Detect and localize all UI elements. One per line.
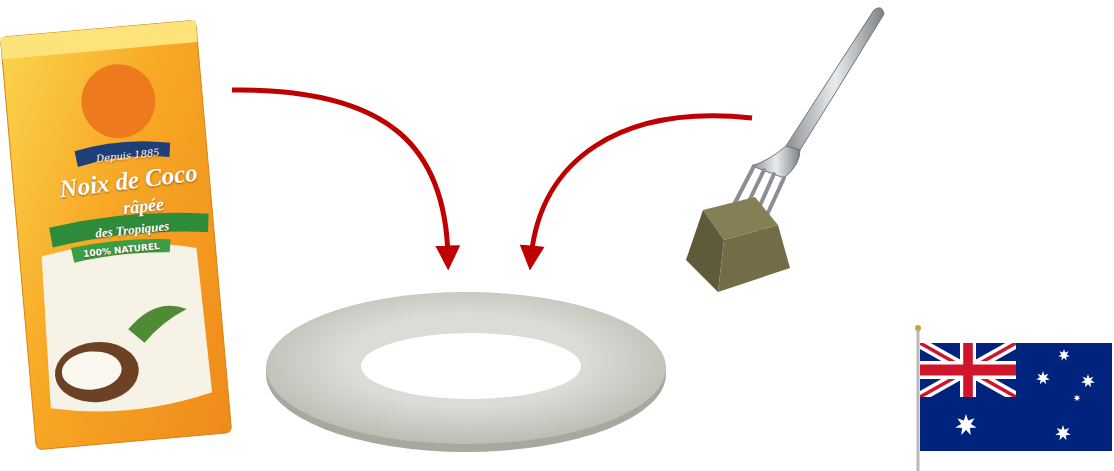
coconut-shell — [52, 339, 141, 406]
flag-star — [1036, 371, 1050, 384]
palm-leaf — [127, 304, 190, 344]
uj-field — [920, 343, 1016, 397]
flag-star — [1081, 374, 1095, 387]
green-band — [71, 236, 172, 263]
fork-neck — [752, 146, 800, 178]
orange-circle — [78, 61, 158, 141]
flag-field — [920, 343, 1112, 451]
australian-flag — [915, 325, 1112, 471]
olive-cube — [686, 197, 790, 292]
coconut-window — [37, 236, 213, 416]
uj-cross-red — [920, 343, 1016, 397]
uj-saltire — [920, 343, 1016, 397]
plate-center — [361, 333, 581, 399]
flag-star — [1055, 425, 1071, 440]
cube-front — [718, 225, 790, 292]
uj-saltire-red — [920, 343, 1016, 397]
union-jack — [920, 343, 1016, 397]
flag-star — [955, 414, 976, 435]
bag-body — [0, 20, 231, 450]
product-subname: râpée — [122, 195, 165, 217]
bag-seal — [0, 20, 197, 59]
flag-pole — [917, 330, 920, 471]
flag-star — [1058, 349, 1070, 360]
uj-cross — [920, 343, 1016, 397]
fork — [726, 8, 884, 230]
fork-handle — [786, 8, 884, 150]
cube-left — [686, 210, 724, 292]
plate-rim — [266, 292, 666, 444]
flag-star — [1074, 395, 1081, 402]
pole-tip — [915, 325, 921, 331]
coconut-bag — [0, 20, 231, 450]
blue-band — [74, 138, 171, 167]
coconut-flesh — [60, 349, 123, 392]
red-arrow — [232, 90, 448, 258]
